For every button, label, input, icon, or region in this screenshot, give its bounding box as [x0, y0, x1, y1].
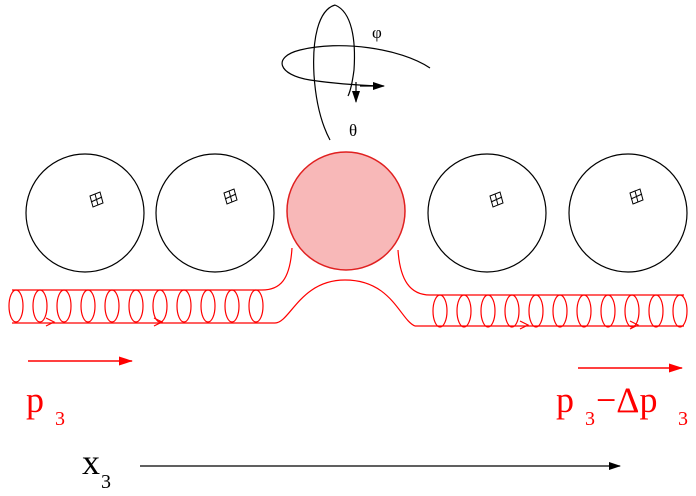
- lattice-marks: [89, 188, 644, 208]
- phi-label: φ: [372, 23, 382, 42]
- svg-text:3: 3: [678, 408, 688, 430]
- svg-text:3: 3: [55, 408, 65, 430]
- right-coils: [432, 294, 688, 328]
- x3-axis-label: x 3: [82, 442, 111, 493]
- svg-text:−Δp: −Δp: [596, 380, 657, 420]
- svg-text:p: p: [26, 380, 44, 420]
- svg-text:3: 3: [101, 471, 111, 493]
- svg-text:p: p: [556, 380, 574, 420]
- left-coils: [8, 289, 264, 323]
- flux-tube: [8, 247, 688, 330]
- sphere-4: [427, 153, 547, 273]
- phi-loop: [281, 45, 431, 87]
- sphere-1: [25, 153, 145, 273]
- momentum-left-label: p 3: [26, 380, 65, 430]
- theta-loop: [313, 4, 336, 141]
- spheres: [25, 151, 688, 273]
- sphere-5: [568, 153, 688, 273]
- svg-text:x: x: [82, 442, 100, 482]
- theta-label: θ: [349, 121, 357, 140]
- svg-text:3: 3: [585, 408, 595, 430]
- momentum-right-label: p 3 −Δp 3: [556, 380, 688, 430]
- sphere-2: [155, 153, 275, 273]
- rotation-icon: [281, 4, 431, 141]
- sphere-3-active: [286, 151, 406, 271]
